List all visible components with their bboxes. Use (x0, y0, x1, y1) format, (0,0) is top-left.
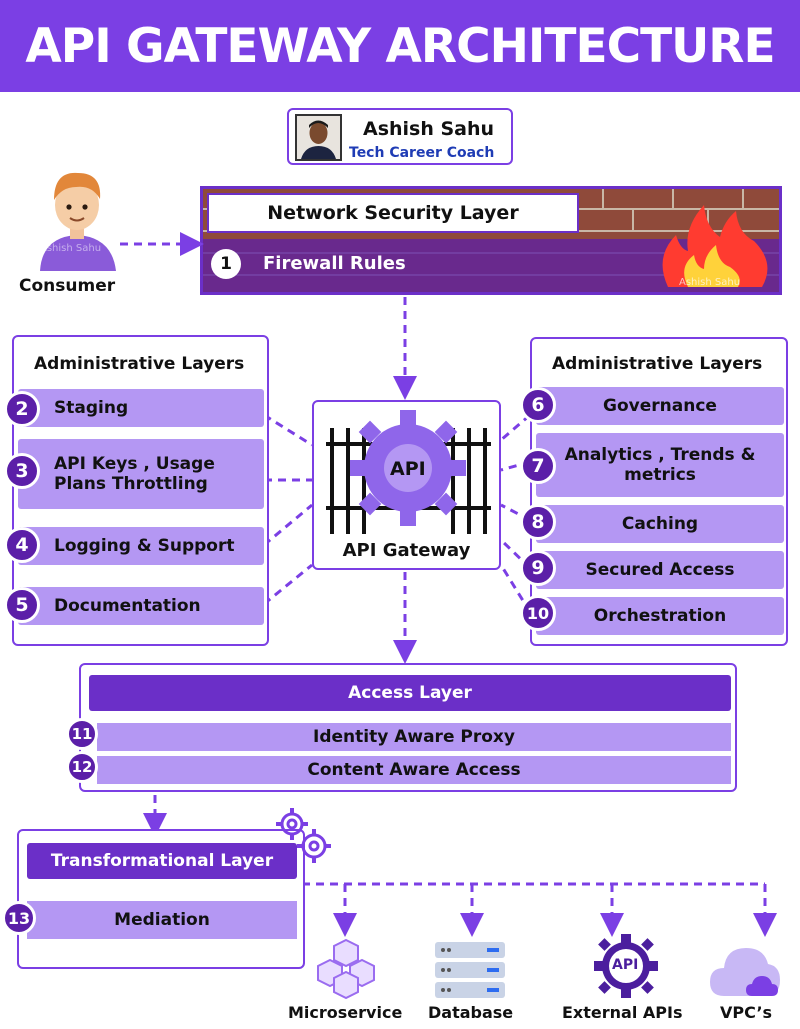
admin-item-label: Secured Access (585, 560, 735, 580)
consumer-label: Consumer (19, 276, 116, 296)
number-badge-12: 12 (66, 751, 98, 783)
number-badge-13: 13 (2, 901, 36, 935)
database-server-icon (435, 942, 505, 998)
admin-item-logging: Logging & Support (18, 527, 264, 565)
admin-item-label: Caching (621, 514, 699, 534)
admin-item-governance: Governance (536, 387, 784, 425)
admin-layers-left: Administrative Layers Staging API Keys ,… (12, 335, 269, 646)
admin-item-label-line2: metrics (624, 465, 696, 485)
number-badge-6: 6 (520, 387, 556, 423)
author-name: Ashish Sahu (363, 118, 495, 140)
admin-item-analytics: Analytics , Trends & metrics (536, 433, 784, 497)
mediation-label: Mediation (114, 910, 210, 930)
transformational-title: Transformational Layer (50, 851, 274, 871)
settings-gears-icon (276, 808, 331, 863)
gateway-label: API Gateway (342, 540, 471, 561)
admin-item-label-line1: API Keys , Usage (54, 454, 215, 474)
admin-item-staging: Staging (18, 389, 264, 427)
network-title-box: Network Security Layer (207, 193, 579, 233)
network-watermark: Ashish Sahu (679, 277, 741, 288)
admin-item-label: Documentation (54, 596, 201, 616)
number-badge-8: 8 (520, 504, 556, 540)
admin-item-label-line1: Analytics , Trends & (564, 445, 756, 465)
number-badge-2: 2 (4, 391, 40, 427)
external-api-badge: API (612, 957, 639, 973)
number-badge-7: 7 (520, 448, 556, 484)
admin-item-caching: Caching (536, 505, 784, 543)
api-gear-icon (594, 934, 658, 998)
target-external-apis-label: External APIs (562, 1003, 683, 1022)
author-card: Ashish Sahu Tech Career Coach (287, 108, 513, 165)
author-photo (295, 114, 342, 161)
gateway-api-badge: API (390, 458, 426, 480)
api-gateway-box: API API Gateway (312, 400, 501, 570)
target-microservice-label: Microservice (288, 1003, 403, 1022)
admin-right-title: Administrative Layers (552, 354, 763, 374)
number-badge-4: 4 (4, 527, 40, 563)
admin-item-secured-access: Secured Access (536, 551, 784, 589)
firewall-rules-label: Firewall Rules (263, 253, 406, 274)
admin-item-documentation: Documentation (18, 587, 264, 625)
number-badge-11: 11 (66, 718, 98, 750)
admin-item-label: Orchestration (593, 606, 727, 626)
network-security-layer: Network Security Layer 1 Firewall Rules … (200, 186, 782, 295)
number-badge-3: 3 (4, 453, 40, 489)
target-vpc-label: VPC’s (720, 1003, 773, 1022)
transformational-header: Transformational Layer (27, 843, 297, 879)
admin-item-label: Governance (603, 396, 717, 416)
page-title: API GATEWAY ARCHITECTURE (25, 18, 775, 74)
access-layer-title: Access Layer (348, 683, 472, 703)
access-item-identity-proxy: Identity Aware Proxy (97, 723, 731, 751)
access-layer-header: Access Layer (89, 675, 731, 711)
consumer-avatar: Ashish Sahu (32, 165, 122, 271)
transformational-item-mediation: Mediation (27, 901, 297, 939)
transformational-layer: Transformational Layer Mediation (17, 829, 305, 969)
admin-item-api-keys: API Keys , Usage Plans Throttling (18, 439, 264, 509)
admin-layers-right: Administrative Layers Governance Analyti… (530, 337, 788, 646)
author-role: Tech Career Coach (349, 145, 495, 161)
microservice-cubes-icon (317, 938, 375, 1000)
admin-item-orchestration: Orchestration (536, 597, 784, 635)
gateway-gear-icon (326, 410, 491, 534)
network-title: Network Security Layer (267, 202, 519, 224)
access-item-content-aware: Content Aware Access (97, 756, 731, 784)
title-banner: API GATEWAY ARCHITECTURE (0, 0, 800, 92)
number-badge-5: 5 (4, 587, 40, 623)
admin-left-title: Administrative Layers (34, 354, 245, 374)
admin-item-label: Logging & Support (54, 536, 235, 556)
number-badge-10: 10 (520, 595, 556, 631)
cloud-icon (710, 948, 780, 996)
number-badge-9: 9 (520, 550, 556, 586)
fire-icon (662, 205, 768, 287)
access-item-label: Content Aware Access (307, 760, 521, 780)
admin-item-label-line2: Plans Throttling (54, 474, 208, 494)
access-item-label: Identity Aware Proxy (313, 727, 515, 747)
target-database-label: Database (428, 1003, 514, 1022)
access-layer: Access Layer Identity Aware Proxy Conten… (79, 663, 737, 792)
admin-item-label: Staging (54, 398, 129, 418)
firewall-number-badge: 1 (211, 249, 241, 279)
consumer-watermark: Ashish Sahu (40, 243, 102, 254)
